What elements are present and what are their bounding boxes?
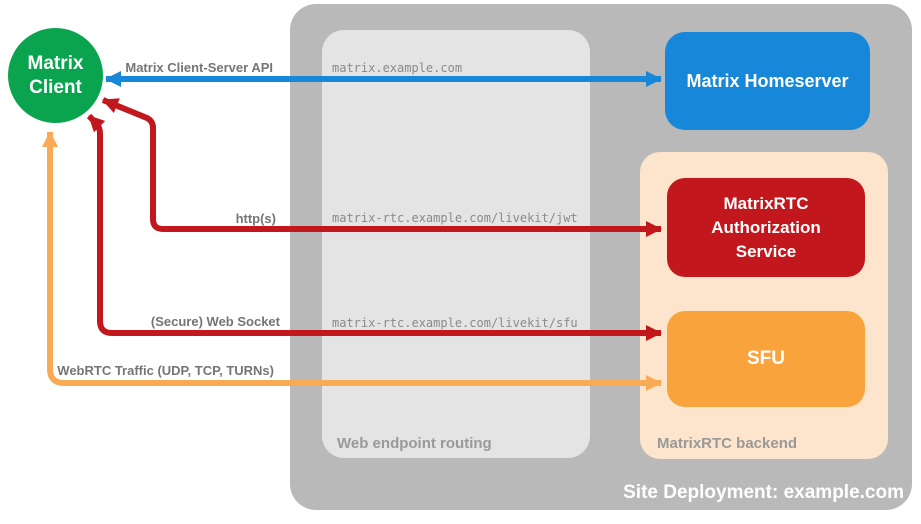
sfu-node: SFU	[667, 311, 865, 407]
sfu-label: SFU	[747, 348, 785, 369]
matrix-client-label-line2: Client	[29, 76, 82, 98]
endpoint-matrix-domain: matrix.example.com	[332, 61, 463, 75]
matrixrtc-authorization-service-node: MatrixRTC Authorization Service	[667, 178, 865, 277]
site-deployment-container: matrix.example.com matrix-rtc.example.co…	[290, 4, 912, 510]
web-endpoint-routing-panel: matrix.example.com matrix-rtc.example.co…	[322, 30, 590, 458]
endpoint-livekit-sfu: matrix-rtc.example.com/livekit/sfu	[332, 316, 578, 330]
websocket-arrow-label: (Secure) Web Socket	[150, 314, 280, 329]
matrix-client-node: Matrix Client	[8, 28, 103, 123]
matrixrtc-authorization-service-label: MatrixRTC Authorization Service	[711, 193, 821, 261]
endpoint-livekit-jwt: matrix-rtc.example.com/livekit/jwt	[332, 211, 578, 225]
webrtc-traffic-arrow-label: WebRTC Traffic (UDP, TCP, TURNs)	[57, 363, 274, 378]
client-server-api-arrow-label: Matrix Client-Server API	[125, 60, 273, 75]
matrixrtc-backend-panel: MatrixRTC Authorization Service SFU Matr…	[640, 152, 888, 459]
matrix-homeserver-label: Matrix Homeserver	[686, 70, 849, 91]
site-deployment-caption: Site Deployment: example.com	[623, 482, 904, 503]
matrixrtc-backend-caption: MatrixRTC backend	[657, 435, 798, 452]
matrix-homeserver-node: Matrix Homeserver	[665, 32, 870, 130]
web-endpoint-routing-caption: Web endpoint routing	[337, 435, 492, 452]
http-arrow-label: http(s)	[235, 211, 276, 226]
matrix-client-label-line1: Matrix	[27, 52, 84, 74]
